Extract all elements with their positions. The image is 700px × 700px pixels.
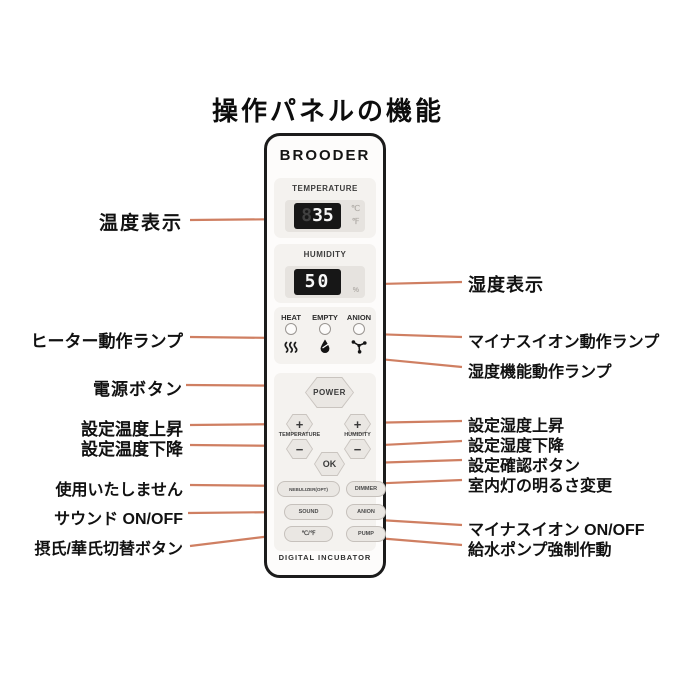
panel-footer-text: DIGITAL INCUBATOR: [278, 553, 372, 562]
anion-led: [353, 323, 365, 335]
dimmer-button[interactable]: DIMMER: [346, 481, 386, 497]
callout-humidity-lamp: 湿度機能動作ランプ: [468, 364, 612, 381]
minus-icon: −: [287, 440, 312, 458]
callout-humidity-display: 湿度表示: [468, 275, 544, 295]
anion-indicator: ANION: [342, 307, 376, 364]
ok-button[interactable]: OK: [314, 452, 345, 476]
humidity-value: 50: [304, 271, 331, 292]
callout-not-used: 使用いたしません: [55, 482, 183, 499]
pump-button[interactable]: PUMP: [346, 526, 386, 542]
heat-indicator-label: HEAT: [281, 313, 301, 322]
sound-button[interactable]: SOUND: [284, 504, 333, 520]
callout-sound-on-off: サウンド ON/OFF: [54, 511, 183, 528]
heat-led: [285, 323, 297, 335]
humidity-lcd: 50: [294, 269, 341, 295]
humidity-section: HUMIDITY 50 %: [274, 244, 376, 303]
empty-led: [319, 323, 331, 335]
callout-set-temp-down: 設定温度下降: [81, 440, 183, 459]
temperature-value: 35: [312, 205, 334, 226]
button-section: POWER + TEMPERATURE − + HUMIDITY − OK NE…: [274, 373, 386, 551]
callout-heater-lamp: ヒーター動作ランプ: [30, 332, 184, 351]
empty-indicator-label: EMPTY: [312, 313, 338, 322]
temperature-buttons-label: TEMPERATURE: [278, 432, 321, 438]
temperature-lcd: 835: [294, 203, 341, 229]
anion-button[interactable]: ANION: [346, 504, 386, 520]
fahrenheit-mark: ℉: [351, 217, 360, 226]
anion-indicator-label: ANION: [346, 313, 372, 322]
empty-indicator: EMPTY: [308, 307, 342, 364]
lcd-ghost-digit: 8: [301, 205, 313, 226]
power-button[interactable]: POWER: [305, 377, 354, 408]
temperature-down-button[interactable]: −: [286, 439, 313, 459]
page-title: 操作パネルの機能: [212, 96, 445, 126]
callout-set-humidity-down: 設定湿度下降: [468, 438, 565, 455]
temperature-display: 835 ℃ ℉: [285, 200, 365, 232]
percent-mark: %: [352, 287, 359, 294]
heat-indicator: HEAT: [274, 307, 308, 364]
plus-icon: +: [345, 415, 370, 433]
heat-waves-icon: [284, 341, 298, 353]
ok-button-label: OK: [315, 453, 344, 475]
callout-interior-light: 室内灯の明るさ変更: [468, 478, 613, 495]
temperature-section-label: TEMPERATURE: [292, 184, 358, 193]
power-button-label: POWER: [306, 378, 353, 407]
indicator-section: HEAT EMPTY ANION: [274, 307, 376, 364]
brand-logo: BROODER: [279, 147, 371, 164]
humidity-buttons-label: HUMIDITY: [344, 432, 371, 438]
plus-icon: +: [287, 415, 312, 433]
humidity-down-button[interactable]: −: [344, 439, 371, 459]
callout-set-temp-up: 設定温度上昇: [81, 420, 183, 439]
celsius-mark: ℃: [351, 204, 360, 213]
humidity-up-button[interactable]: +: [344, 414, 371, 434]
temperature-section: TEMPERATURE 835 ℃ ℉: [274, 178, 376, 238]
callout-confirm-button: 設定確認ボタン: [468, 458, 581, 475]
callout-set-humidity-up: 設定湿度上昇: [468, 418, 565, 435]
minus-icon: −: [345, 440, 370, 458]
anion-molecule-icon: [351, 340, 367, 354]
callout-celsius-fahrenheit: 摂氏/華氏切替ボタン: [34, 541, 183, 558]
callout-anion-on-off: マイナスイオン ON/OFF: [468, 522, 645, 539]
water-drop-icon: [320, 339, 330, 353]
callout-pump-forced-operation: 給水ポンプ強制作動: [468, 542, 612, 559]
temperature-up-button[interactable]: +: [286, 414, 313, 434]
callout-anion-lamp: マイナスイオン動作ランプ: [468, 334, 660, 351]
callout-temperature-display: 温度表示: [98, 213, 183, 234]
celsius-fahrenheit-button[interactable]: ℃/℉: [284, 526, 333, 542]
nebulizer-button[interactable]: NEBULIZER(OPT): [277, 481, 340, 497]
temperature-unit-marks: ℃ ℉: [351, 202, 360, 228]
incubator-control-panel: BROODER TEMPERATURE 835 ℃ ℉ HUMIDITY 50 …: [264, 133, 386, 578]
humidity-display: 50 %: [285, 266, 365, 298]
callout-power-button: 電源ボタン: [93, 380, 183, 399]
humidity-section-label: HUMIDITY: [303, 250, 347, 259]
